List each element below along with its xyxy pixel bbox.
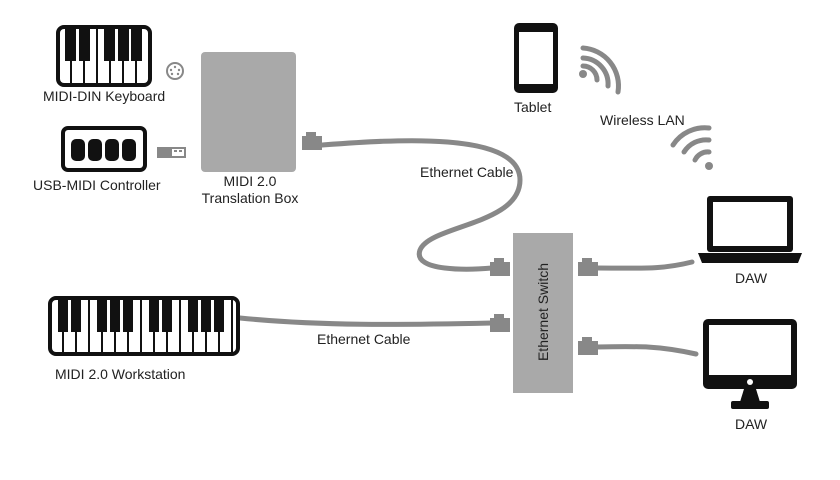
ethernet-cable-label-lower: Ethernet Cable xyxy=(317,331,411,347)
wifi-icon xyxy=(670,125,713,170)
midi-din-keyboard-icon xyxy=(56,25,152,87)
rj45-connector-icon xyxy=(490,258,510,276)
tablet-label: Tablet xyxy=(514,99,552,115)
ethernet-cable-laptop-to-switch xyxy=(593,259,695,271)
rj45-connector-icon xyxy=(578,258,598,276)
ethernet-cable-label-upper: Ethernet Cable xyxy=(420,164,514,180)
laptop-icon xyxy=(698,196,802,263)
monitor-daw-label: DAW xyxy=(735,416,768,432)
tablet-icon xyxy=(514,23,558,93)
midi-din-port-icon xyxy=(166,62,184,80)
usb-plug-icon xyxy=(157,147,186,158)
ethernet-switch xyxy=(513,233,573,393)
translation-box xyxy=(201,52,296,172)
usb-midi-controller-icon xyxy=(61,126,147,172)
midi-workstation-label: MIDI 2.0 Workstation xyxy=(55,366,186,382)
midi-din-keyboard-label: MIDI-DIN Keyboard xyxy=(43,88,166,104)
translation-box-label: MIDI 2.0 Translation Box xyxy=(202,173,299,207)
ethernet-cable-workstation-to-switch xyxy=(237,315,495,327)
usb-midi-controller-label: USB-MIDI Controller xyxy=(33,177,161,193)
laptop-daw-label: DAW xyxy=(735,270,768,286)
wireless-lan-label: Wireless LAN xyxy=(600,112,685,128)
ethernet-cable-box-to-switch xyxy=(319,138,523,272)
monitor-icon xyxy=(703,319,797,409)
midi-workstation-icon xyxy=(48,296,240,356)
ethernet-cable-monitor-to-switch xyxy=(593,344,699,357)
rj45-connector-icon xyxy=(490,314,510,332)
rj45-connector-icon xyxy=(302,132,322,150)
wifi-icon xyxy=(579,45,621,95)
rj45-connector-icon xyxy=(578,337,598,355)
ethernet-switch-label: Ethernet Switch xyxy=(535,262,551,362)
translation-box-label-line1: MIDI 2.0 xyxy=(223,173,277,189)
translation-box-label-line2: Translation Box xyxy=(201,190,299,206)
